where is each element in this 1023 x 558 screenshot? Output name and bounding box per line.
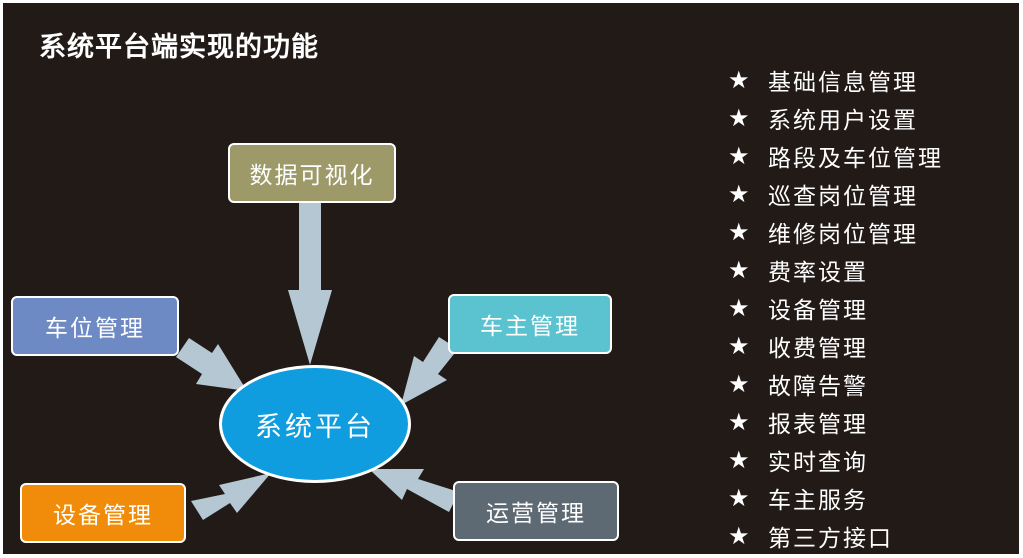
feature-label: 基础信息管理 (768, 70, 918, 96)
center-node: 系统平台 (219, 365, 411, 483)
star-icon: ★ (728, 218, 752, 246)
star-icon: ★ (728, 294, 752, 322)
star-icon: ★ (728, 180, 752, 208)
star-icon: ★ (728, 370, 752, 398)
feature-label: 维修岗位管理 (768, 222, 918, 248)
feature-list: ★ 基础信息管理 ★ 系统用户设置 ★ 路段及车位管理 ★ 巡查岗位管理 ★ 维修岗位管理 ★ 费率设… (728, 61, 943, 554)
feature-list-item: ★ 报表管理 (728, 403, 943, 441)
feature-label: 巡查岗位管理 (768, 184, 918, 210)
star-icon: ★ (728, 522, 752, 550)
arrow-from-owner-management (401, 337, 458, 405)
feature-list-item: ★ 收费管理 (728, 327, 943, 365)
feature-label: 设备管理 (768, 298, 868, 324)
feature-label: 第三方接口 (768, 526, 893, 552)
star-icon: ★ (728, 256, 752, 284)
arrow-from-data-visualization (288, 200, 332, 365)
node-data-visualization: 数据可视化 (228, 143, 396, 203)
arrow-from-device-management (191, 473, 271, 520)
node-parking-management: 车位管理 (11, 296, 179, 356)
feature-list-item: ★ 故障告警 (728, 365, 943, 403)
feature-list-item: ★ 巡查岗位管理 (728, 175, 943, 213)
feature-label: 实时查询 (768, 450, 868, 476)
feature-label: 车主服务 (768, 488, 868, 514)
feature-label: 费率设置 (768, 260, 868, 286)
star-icon: ★ (728, 66, 752, 94)
arrows-layer (176, 200, 459, 520)
feature-list-item: ★ 基础信息管理 (728, 61, 943, 99)
star-icon: ★ (728, 104, 752, 132)
feature-list-item: ★ 第三方接口 (728, 517, 943, 554)
node-device-management: 设备管理 (20, 483, 186, 543)
feature-label: 收费管理 (768, 336, 868, 362)
star-icon: ★ (728, 142, 752, 170)
star-icon: ★ (728, 332, 752, 360)
arrow-from-parking-management (176, 338, 247, 391)
feature-list-item: ★ 费率设置 (728, 251, 943, 289)
feature-list-item: ★ 维修岗位管理 (728, 213, 943, 251)
feature-list-item: ★ 设备管理 (728, 289, 943, 327)
star-icon: ★ (728, 446, 752, 474)
arrow-from-operation-management (369, 469, 459, 512)
feature-list-item: ★ 系统用户设置 (728, 99, 943, 137)
slide-title: 系统平台端实现的功能 (39, 32, 319, 63)
feature-label: 故障告警 (768, 374, 868, 400)
feature-label: 报表管理 (768, 412, 868, 438)
star-icon: ★ (728, 408, 752, 436)
node-operation-management: 运营管理 (453, 481, 619, 541)
feature-list-item: ★ 路段及车位管理 (728, 137, 943, 175)
feature-list-item: ★ 实时查询 (728, 441, 943, 479)
feature-list-item: ★ 车主服务 (728, 479, 943, 517)
slide: 系统平台端实现的功能 数据可视化 车位管理 车主管理 设备管理 运营管理 系统平… (3, 3, 1019, 554)
star-icon: ★ (728, 484, 752, 512)
node-owner-management: 车主管理 (448, 294, 612, 354)
feature-label: 系统用户设置 (768, 108, 918, 134)
feature-label: 路段及车位管理 (768, 146, 943, 172)
